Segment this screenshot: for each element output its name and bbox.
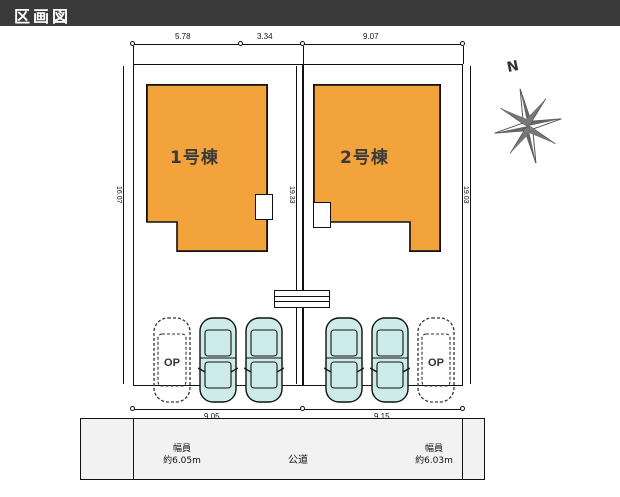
right-dimension-label: 19.03	[462, 186, 469, 204]
road-right-width-value: 約6.03m	[415, 456, 453, 466]
compass-rose-icon	[494, 88, 562, 164]
top-dim-tick-a	[238, 41, 243, 46]
bottom-dimension-1: 9.15	[374, 412, 390, 421]
top-ext-right	[463, 46, 464, 64]
parking-space-right-1[interactable]	[324, 316, 364, 404]
parking-space-right-3-op[interactable]: OP	[416, 316, 456, 404]
top-dimension-1: 3.34	[257, 32, 273, 41]
bottom-dim-tick-left	[130, 406, 135, 411]
building-2-label: 2号棟	[340, 148, 389, 168]
right-dimension-line	[470, 66, 471, 384]
building-1-porch	[255, 194, 273, 220]
page-header: 区画図	[0, 0, 620, 26]
top-ext-left	[133, 46, 134, 64]
top-ext-mid	[303, 46, 304, 64]
building-2-porch	[313, 202, 331, 228]
parking-space-left-3[interactable]	[244, 316, 284, 404]
compass-north-label: N	[505, 57, 521, 77]
bottom-dimension-0: 9.05	[204, 412, 220, 421]
top-dim-tick-left	[130, 41, 135, 46]
middle-dimension-line	[296, 66, 297, 384]
top-dim-tick-b	[300, 41, 305, 46]
middle-dimension-label: 19.33	[288, 186, 295, 204]
parking-space-left-1-op[interactable]: OP	[152, 316, 192, 404]
road-center-label: 公道	[288, 455, 308, 466]
left-dimension-line	[123, 66, 124, 384]
building-1-label: 1号棟	[170, 148, 219, 168]
svg-text:OP: OP	[428, 357, 444, 369]
bottom-dim-tick-mid	[300, 406, 305, 411]
road-left-width-title: 幅員	[172, 444, 191, 454]
plan-canvas: 5.78 3.34 9.07 16.07 19.33 19.03 1号棟 2号棟	[0, 26, 620, 497]
building-1-outline	[146, 84, 268, 252]
top-dimension-2: 9.07	[363, 32, 379, 41]
center-stairs	[274, 290, 330, 308]
top-dimension-0: 5.78	[175, 32, 191, 41]
public-road	[80, 418, 485, 480]
parking-space-left-2[interactable]	[198, 316, 238, 404]
top-dim-tick-right	[460, 41, 465, 46]
top-dimension-line	[133, 44, 463, 45]
bottom-dimension-line	[133, 409, 463, 410]
road-right-width-title: 幅員	[424, 444, 443, 454]
page-title: 区画図	[14, 7, 72, 26]
parking-space-right-2[interactable]	[370, 316, 410, 404]
svg-text:OP: OP	[164, 357, 180, 369]
left-dimension-label: 16.07	[115, 186, 122, 204]
bottom-dim-tick-right	[460, 406, 465, 411]
road-left-width-value: 約6.05m	[163, 456, 201, 466]
public-road-inner	[133, 418, 463, 480]
building-2-outline	[313, 84, 441, 252]
